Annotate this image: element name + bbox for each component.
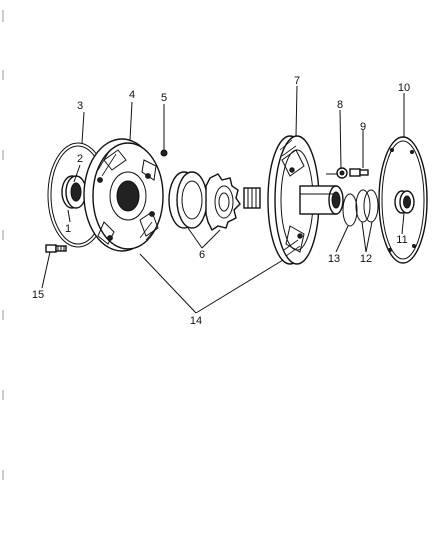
part-12-seal-rings [355, 189, 379, 223]
callout-4: 4 [129, 89, 135, 101]
callout-10: 10 [398, 82, 410, 94]
callout-6: 6 [199, 249, 205, 261]
callout-1: 1 [65, 223, 71, 235]
callout-13: 13 [328, 253, 340, 265]
callout-2: 2 [77, 153, 83, 165]
part-15-bolt [45, 244, 67, 253]
part-6-gears [168, 171, 241, 232]
callout-9: 9 [360, 121, 366, 133]
part-13-seal-ring [342, 193, 358, 227]
part-9-bolt [349, 168, 369, 177]
callout-5: 5 [161, 92, 167, 104]
leader-lines [41, 85, 405, 314]
callout-8: 8 [337, 99, 343, 111]
part-1-bushing [61, 175, 87, 209]
part-5-ball [160, 149, 168, 157]
callout-7: 7 [294, 75, 300, 87]
callout-3: 3 [77, 100, 83, 112]
callout-11: 11 [396, 234, 407, 246]
part-11-bushing [394, 190, 415, 214]
part-8-nut [336, 167, 348, 179]
part-4-pump-body [83, 138, 164, 252]
callout-15: 15 [32, 289, 44, 301]
callout-14: 14 [190, 315, 202, 327]
callout-12: 12 [360, 253, 372, 265]
part-7-reaction-shaft-support [243, 135, 344, 265]
